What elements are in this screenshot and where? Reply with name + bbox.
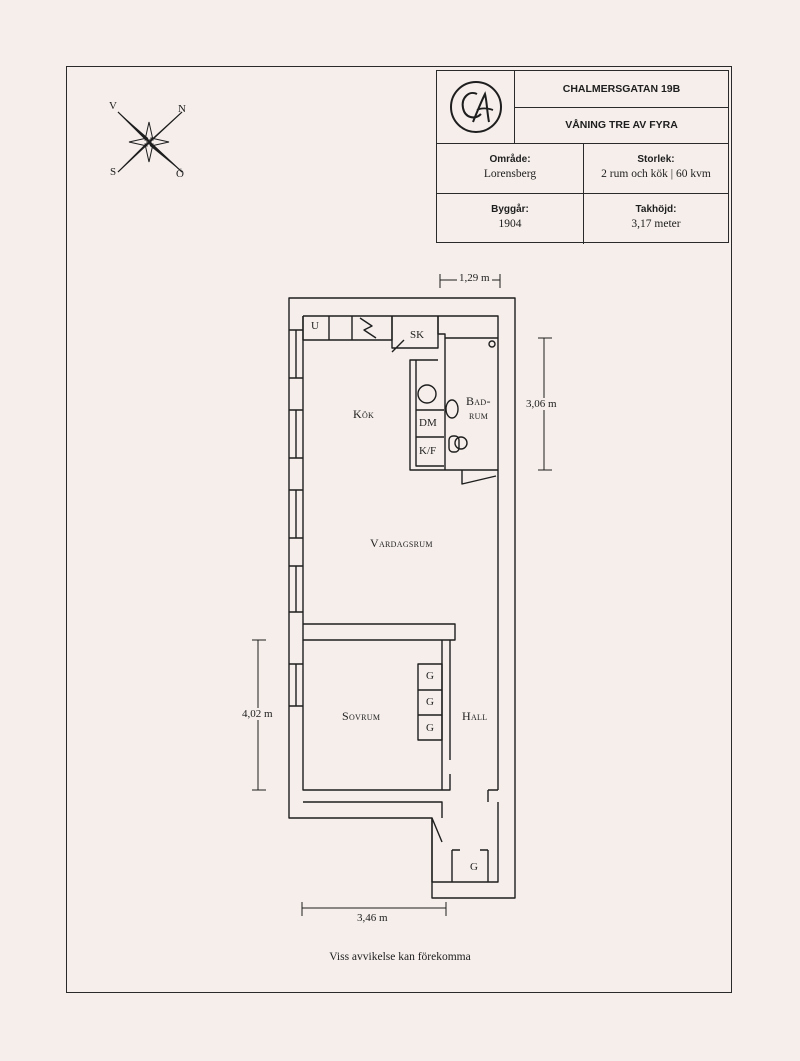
shower-icon — [488, 340, 496, 348]
toilet-bowl-icon — [454, 436, 468, 450]
dim-bedroom-height: 4,02 m — [240, 708, 275, 720]
kitchen-column — [415, 360, 444, 467]
compass-o-label: Ö — [176, 168, 184, 180]
dimension-lines — [252, 274, 552, 916]
page-frame — [66, 66, 732, 993]
ceiling-cell: Takhöjd: 3,17 meter — [584, 194, 728, 244]
basin-icon — [445, 399, 459, 419]
windows-left — [289, 329, 303, 707]
wardrobes — [417, 663, 443, 741]
dim-bath-height: 3,06 m — [524, 398, 559, 410]
stove-icon — [359, 317, 377, 339]
compass-rose: V N S Ö — [104, 100, 194, 185]
fixture-g3: G — [426, 722, 434, 734]
built-value: 1904 — [498, 218, 522, 230]
fixture-dm: DM — [419, 417, 437, 429]
fixture-u: U — [311, 320, 319, 332]
info-table: CHALMERSGATAN 19B VÅNING TRE AV FYRA Omr… — [436, 70, 729, 244]
fixture-g1: G — [426, 670, 434, 682]
fixture-g2: G — [426, 696, 434, 708]
living-lower-wall — [302, 623, 456, 641]
toilet-icon — [448, 435, 460, 453]
room-bath-line2: rum — [469, 408, 489, 422]
address-heading: CHALMERSGATAN 19B — [515, 71, 728, 108]
agency-logo-icon — [449, 81, 502, 133]
disclaimer: Viss avvikelse kan förekomma — [329, 951, 471, 963]
compass-v-label: V — [109, 100, 117, 112]
size-label: Storlek: — [637, 154, 675, 165]
size-value: 2 rum och kök | 60 kvm — [601, 168, 711, 180]
logo — [437, 71, 515, 144]
room-bedroom: Sovrum — [342, 709, 381, 723]
size-cell: Storlek: 2 rum och kök | 60 kvm — [584, 144, 728, 194]
room-bath-line1: Bad- — [466, 394, 491, 408]
built-label: Byggår: — [491, 204, 529, 215]
hall-wall — [303, 470, 499, 818]
compass-s-label: S — [110, 166, 117, 178]
room-living: Vardagsrum — [370, 536, 433, 550]
compass-n-label: N — [178, 103, 186, 115]
bath-door — [461, 470, 497, 485]
area-value: Lorensberg — [483, 168, 537, 180]
ceiling-label: Takhöjd: — [635, 204, 677, 215]
area-cell: Område: Lorensberg — [437, 144, 584, 194]
outer-wall — [288, 297, 516, 899]
dim-bottom-width: 3,46 m — [355, 912, 390, 924]
inner-wall-line — [302, 315, 499, 624]
area-label: Område: — [489, 154, 531, 165]
compass-star-icon — [117, 111, 183, 173]
room-kitchen: Kök — [353, 407, 375, 421]
dim-top-width: 1,29 m — [457, 272, 492, 284]
bathroom-walls — [409, 316, 498, 471]
floor-heading: VÅNING TRE AV FYRA — [515, 108, 728, 144]
sink-icon — [417, 384, 437, 404]
room-hall: Hall — [462, 709, 488, 723]
entry-walls — [431, 789, 499, 883]
fixture-g4: G — [470, 861, 478, 873]
built-cell: Byggår: 1904 — [437, 194, 584, 244]
ceiling-value: 3,17 meter — [631, 218, 681, 230]
fixture-sk: SK — [410, 329, 425, 341]
fixture-kf: K/F — [419, 445, 437, 457]
